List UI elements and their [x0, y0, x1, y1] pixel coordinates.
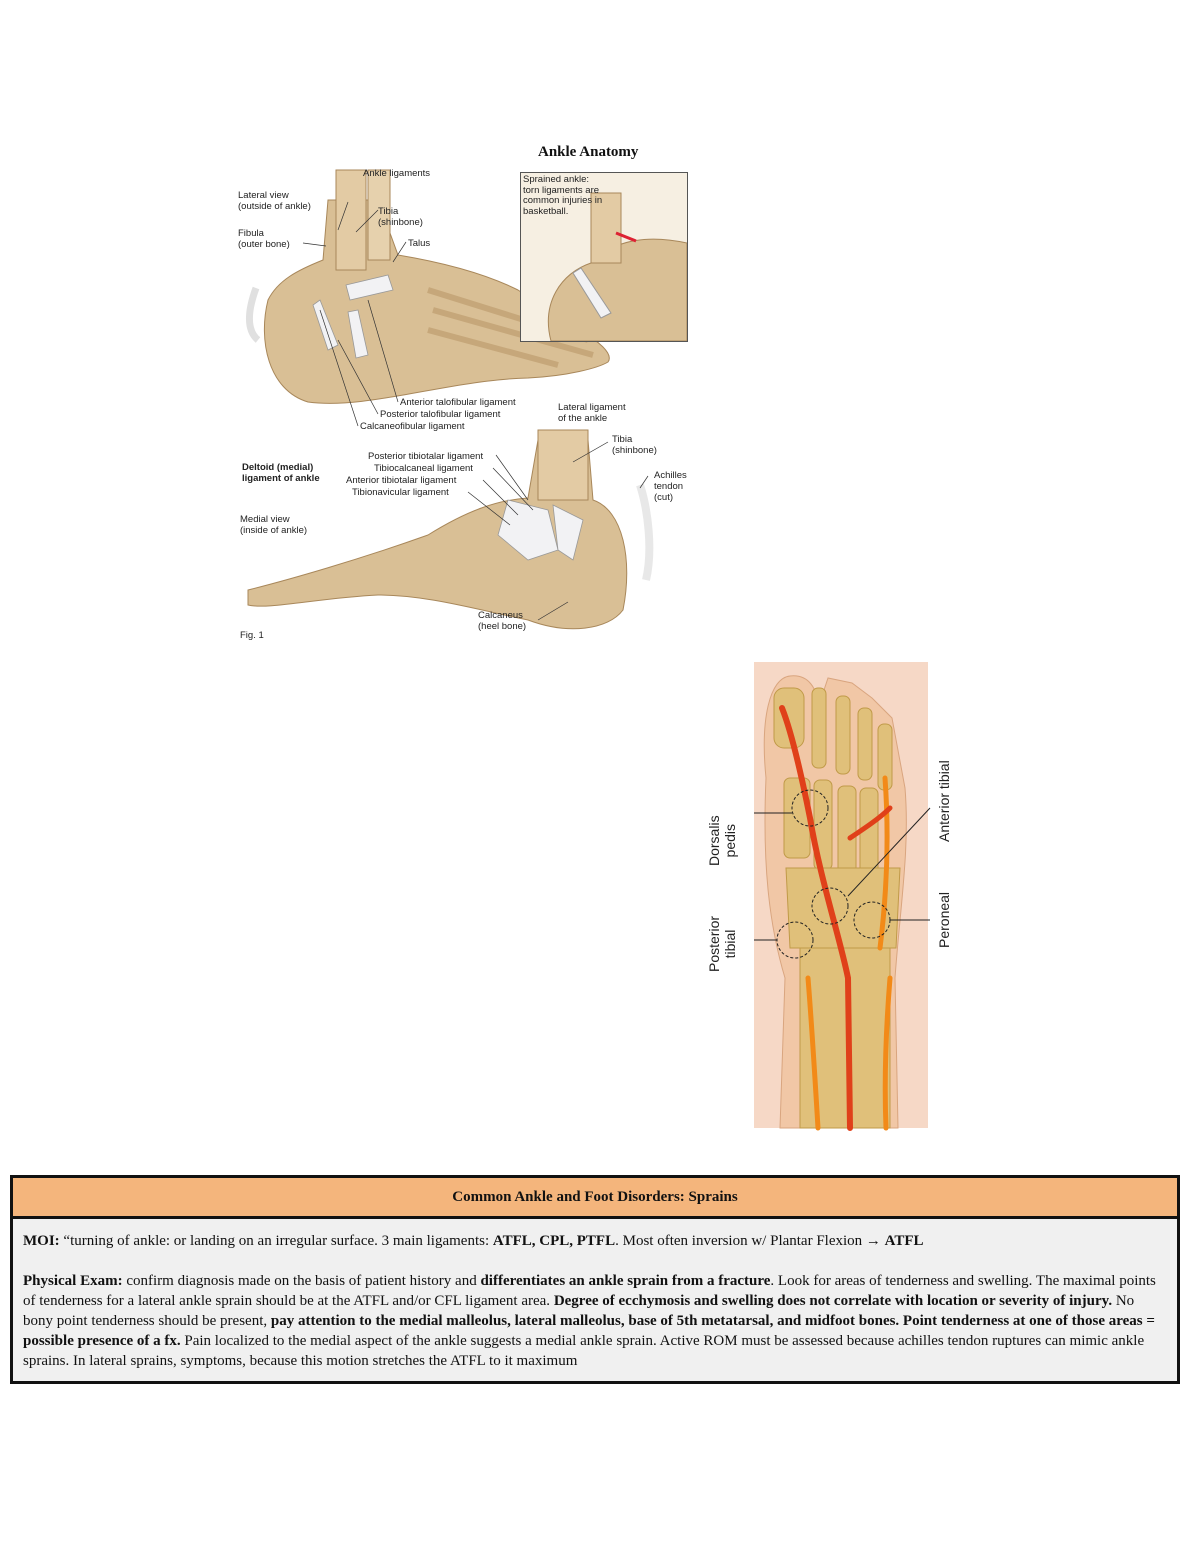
moi-text-2: . Most often inversion w/ Plantar Flexio…	[615, 1233, 885, 1249]
moi-bold-1: ATFL, CPL, PTFL	[492, 1233, 616, 1249]
label-tibionavicular: Tibionavicular ligament	[352, 487, 449, 498]
label-lateral-view: Lateral view (outside of ankle)	[238, 190, 311, 212]
figure-title: Ankle Anatomy	[538, 144, 639, 160]
exam-paragraph: Physical Exam: confirm diagnosis made on…	[23, 1271, 1167, 1371]
label-cfl: Calcaneofibular ligament	[360, 421, 465, 432]
exam-bold-3: pay attention to the medial malleolus, l…	[23, 1313, 1155, 1349]
sprained-ankle-inset: Sprained ankle: torn ligaments are commo…	[520, 172, 688, 342]
label-tibiocalcaneal: Tibiocalcaneal ligament	[374, 463, 473, 474]
label-atfl: Anterior talofibular ligament	[400, 397, 516, 408]
label-anterior-tibial: Anterior tibial	[936, 760, 952, 842]
label-anterior-tibiotalar: Anterior tibiotalar ligament	[346, 475, 457, 486]
label-posterior-tibiotalar: Posterior tibiotalar ligament	[368, 451, 484, 462]
exam-label: Physical Exam:	[23, 1273, 123, 1289]
sprains-table: Common Ankle and Foot Disorders: Sprains…	[10, 1175, 1180, 1384]
exam-text-1: confirm diagnosis made on the basis of p…	[122, 1273, 481, 1289]
ankle-anatomy-figure: Ankle Anatomy Sprained ankle: torn ligam…	[228, 140, 698, 650]
label-fibula: Fibula (outer bone)	[238, 228, 290, 250]
label-deltoid: Deltoid (medial) ligament of ankle	[242, 462, 320, 484]
moi-paragraph: MOI: “turning of ankle: or landing on an…	[23, 1231, 1167, 1251]
label-achilles: Achilles tendon (cut)	[654, 470, 687, 503]
ankle-anatomy-illustration	[246, 169, 654, 630]
moi-label: MOI:	[23, 1233, 60, 1249]
label-tibia-lower: Tibia (shinbone)	[612, 434, 657, 456]
label-peroneal: Peroneal	[936, 891, 952, 948]
label-ptfl: Posterior talofibular ligament	[380, 409, 501, 420]
label-calcaneus: Calcaneus (heel bone)	[478, 610, 527, 632]
label-fig: Fig. 1	[240, 630, 264, 641]
exam-text-4: Pain localized to the medial aspect of t…	[23, 1333, 1145, 1369]
foot-pulses-illustration	[754, 662, 931, 1131]
inset-caption: Sprained ankle: torn ligaments are commo…	[523, 174, 603, 217]
foot-pulses-figure: Dorsalis pedis Anterior tibial Posterior…	[700, 648, 962, 1132]
label-ankle-ligaments: Ankle ligaments	[363, 168, 431, 179]
exam-text-2: . Look for areas of tenderness and swell…	[23, 1273, 1156, 1309]
label-posterior-tibial: Posterior tibial	[706, 915, 738, 972]
label-lateral-ligament: Lateral ligament of the ankle	[558, 402, 626, 424]
moi-bold-2: ATFL	[884, 1233, 924, 1249]
label-dorsalis-pedis: Dorsalis pedis	[706, 815, 738, 866]
exam-bold-2: Degree of ecchymosis and swelling does n…	[553, 1293, 1113, 1309]
label-talus: Talus	[408, 238, 431, 249]
sprained-ankle-illustration	[547, 192, 687, 341]
label-tibia-upper: Tibia (shinbone)	[378, 206, 423, 228]
table-header: Common Ankle and Foot Disorders: Sprains	[13, 1178, 1177, 1219]
moi-text-1: “turning of ankle: or landing on an irre…	[59, 1233, 493, 1249]
exam-text-3: No bony point tenderness should be prese…	[23, 1293, 1135, 1329]
table-body: MOI: “turning of ankle: or landing on an…	[13, 1219, 1177, 1381]
label-medial-view: Medial view (inside of ankle)	[240, 514, 308, 536]
exam-bold-1: differentiates an ankle sprain from a fr…	[480, 1273, 771, 1289]
